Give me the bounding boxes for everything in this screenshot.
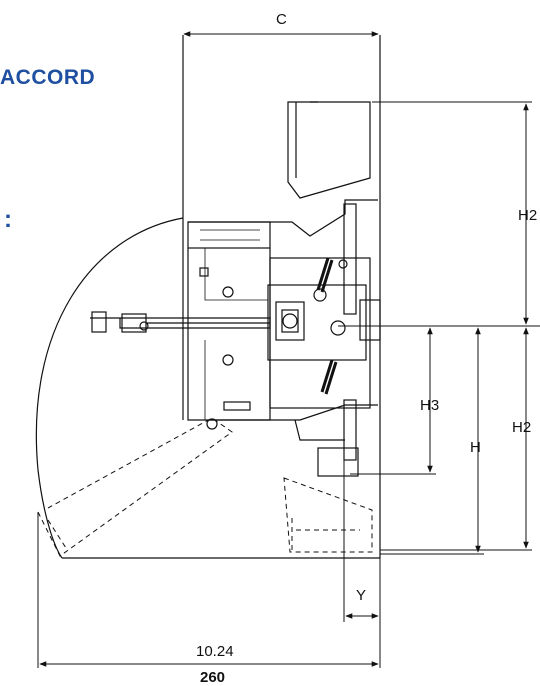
label-h3: H3 <box>420 397 439 414</box>
side-mark: : <box>4 206 12 233</box>
label-h2-top: H2 <box>518 207 537 224</box>
dashed-handle-swing <box>37 417 233 557</box>
handle-bar <box>90 317 271 329</box>
label-h2-bottom: H2 <box>512 419 531 436</box>
dashed-lower-chute <box>283 477 373 553</box>
mechanism-block <box>269 257 371 409</box>
label-c: C <box>276 11 287 28</box>
label-y: Y <box>356 587 366 604</box>
dimension-labels: C H2 H2 H3 H Y 10.24 260 <box>196 11 537 686</box>
frame-upper <box>188 199 378 237</box>
label-h: H <box>470 439 481 456</box>
brand-logo: ACCORD <box>0 66 96 89</box>
dimension-lines <box>37 31 540 668</box>
top-chute <box>287 101 371 199</box>
label-width-mm: 260 <box>200 669 225 686</box>
dashed-outlines <box>37 417 373 557</box>
breaker-outline <box>35 35 381 559</box>
label-width-in: 10.24 <box>196 643 234 660</box>
frame-lower <box>210 404 378 421</box>
swing-arc <box>35 217 184 559</box>
